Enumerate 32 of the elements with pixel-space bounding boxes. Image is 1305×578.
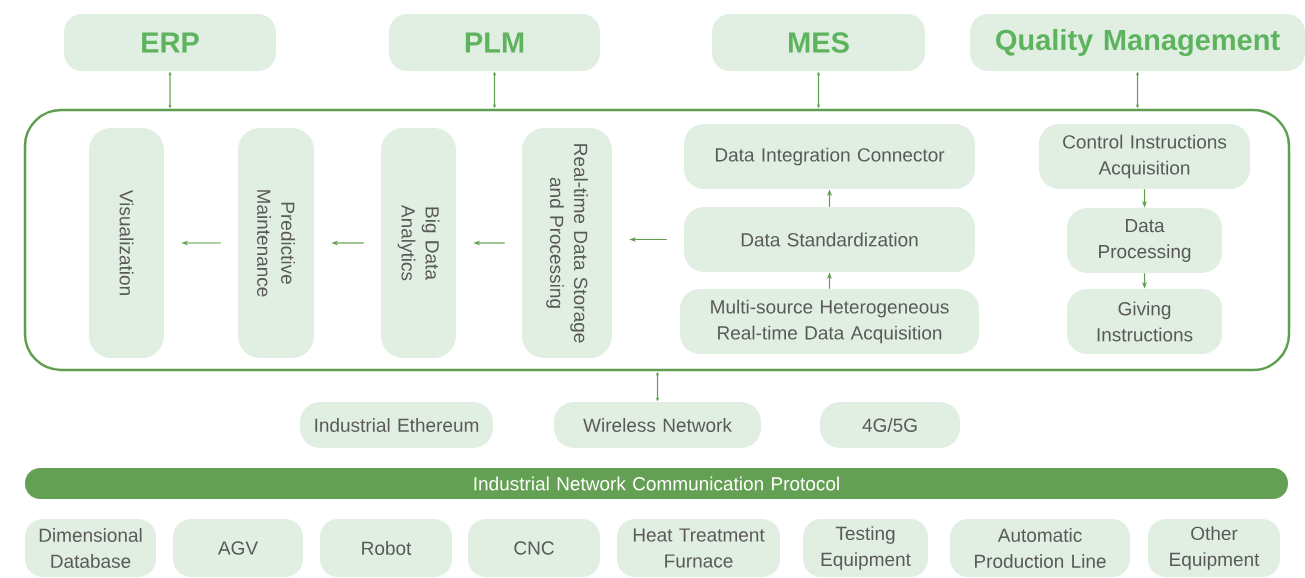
- system-box: ERP: [64, 14, 276, 71]
- equipment-box: Automatic Production Line: [950, 519, 1130, 577]
- process-box: Data Integration Connector: [684, 124, 975, 189]
- equipment-box: CNC: [468, 519, 600, 577]
- network-box: Industrial Ethereum: [300, 402, 493, 448]
- arrow: [656, 371, 659, 402]
- arrow: [493, 71, 496, 109]
- arrow: [168, 71, 172, 109]
- system-box: Quality Management: [970, 14, 1305, 71]
- protocol-bar: Industrial Network Communication Protocol: [25, 468, 1288, 499]
- platform-frame: [23, 108, 1291, 372]
- process-box: Visualization: [89, 128, 164, 358]
- process-box: Giving Instructions: [1067, 289, 1222, 354]
- process-box: Real-time Data Storage and Processing: [522, 128, 612, 358]
- equipment-box: Other Equipment: [1148, 519, 1280, 577]
- process-box: Control Instructions Acquisition: [1039, 124, 1250, 189]
- process-box: Big Data Analytics: [381, 128, 456, 358]
- equipment-box: AGV: [173, 519, 303, 577]
- equipment-box: Heat Treatment Furnace: [617, 519, 780, 577]
- process-box: Data Processing: [1067, 208, 1222, 273]
- system-box: MES: [712, 14, 925, 71]
- equipment-box: Dimensional Database: [25, 519, 156, 577]
- equipment-box: Testing Equipment: [803, 519, 928, 577]
- equipment-box: Robot: [320, 519, 452, 577]
- network-box: 4G/5G: [820, 402, 960, 448]
- arrow: [1136, 71, 1139, 109]
- arrow: [817, 71, 820, 109]
- process-box: Data Standardization: [684, 207, 975, 272]
- network-box: Wireless Network: [554, 402, 761, 448]
- process-box: Predictive Maintenance: [238, 128, 314, 358]
- process-box: Multi-source Heterogeneous Real-time Data Acquisition: [680, 289, 979, 354]
- system-box: PLM: [389, 14, 600, 71]
